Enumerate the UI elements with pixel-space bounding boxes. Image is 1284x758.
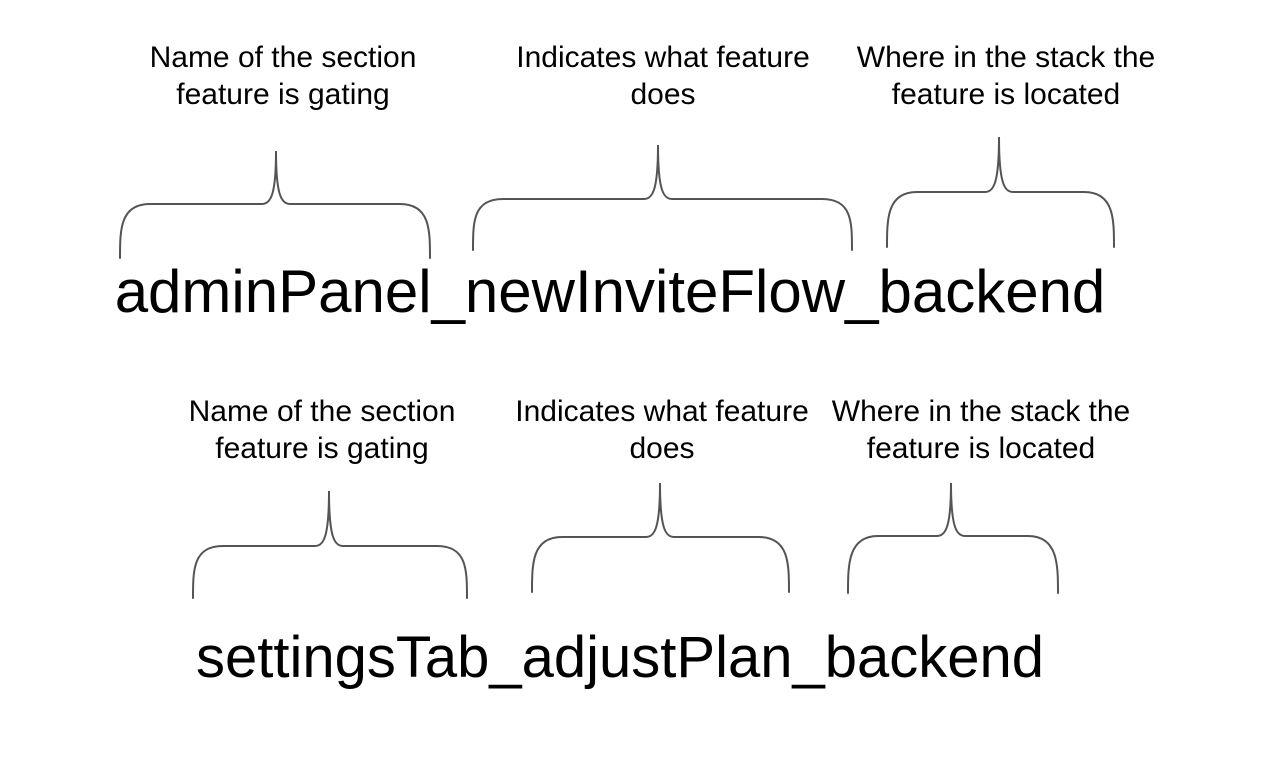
annotation-label-line: Indicates what feature [515, 395, 809, 428]
annotation-label-section-row1: Name of the section feature is gating [150, 39, 417, 113]
annotation-label-line: does [630, 78, 696, 111]
annotation-label-stack-row1: Where in the stack the feature is locate… [857, 39, 1155, 113]
annotation-label-feature-row2: Indicates what feature does [515, 393, 809, 467]
curly-brace-section-row2 [192, 490, 468, 599]
curly-brace-section-row1 [119, 150, 431, 259]
annotation-label-line: Indicates what feature [516, 41, 810, 74]
annotation-label-stack-row2: Where in the stack the feature is locate… [832, 393, 1130, 467]
annotation-label-line: feature is located [891, 78, 1121, 111]
curly-brace-stack-row2 [847, 482, 1059, 594]
annotation-label-section-row2: Name of the section feature is gating [189, 393, 456, 467]
curly-brace-stack-row1 [886, 136, 1115, 248]
annotation-label-feature-row1: Indicates what feature does [516, 39, 810, 113]
annotation-label-line: feature is gating [176, 78, 390, 111]
annotation-label-line: Where in the stack the [831, 395, 1131, 428]
curly-brace-feature-row2 [531, 482, 790, 593]
annotation-label-line: Where in the stack the [856, 41, 1156, 74]
annotation-label-line: does [629, 432, 695, 465]
curly-brace-feature-row1 [472, 144, 853, 251]
flag-name-row1: adminPanel_newInviteFlow_backend [114, 258, 1106, 325]
annotation-label-line: feature is located [866, 432, 1096, 465]
annotation-label-line: Name of the section [149, 41, 417, 74]
annotation-label-line: feature is gating [215, 432, 429, 465]
annotation-label-line: Name of the section [188, 395, 456, 428]
flag-name-row2: settingsTab_adjustPlan_backend [195, 625, 1045, 690]
